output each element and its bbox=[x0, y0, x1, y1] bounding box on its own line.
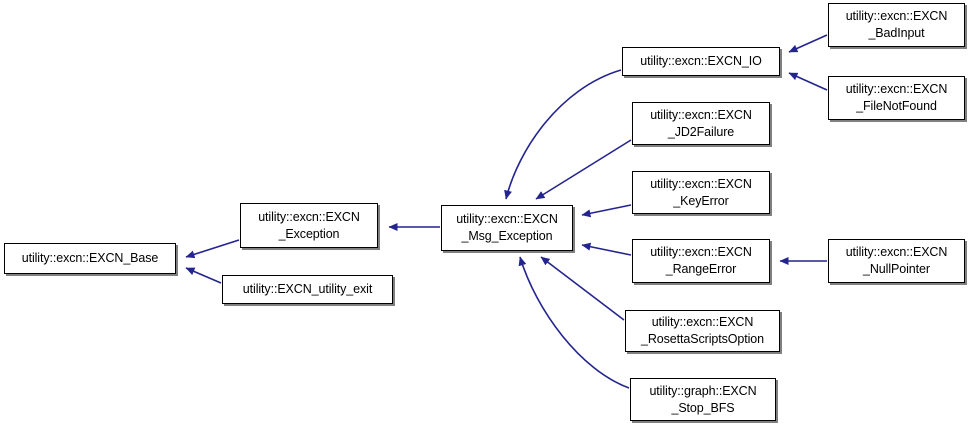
class-node-excn-rangeerror[interactable]: utility::excn::EXCN _RangeError bbox=[632, 239, 770, 283]
class-node-excn-badinput[interactable]: utility::excn::EXCN _BadInput bbox=[828, 3, 965, 47]
edge-jd2failure-to-msg-exception bbox=[535, 139, 632, 200]
class-node-excn-rosettascriptsoption[interactable]: utility::excn::EXCN _RosettaScriptsOptio… bbox=[625, 310, 780, 352]
edge-filenotfound-to-io bbox=[788, 72, 828, 91]
class-node-label: utility::excn::EXCN _JD2Failure bbox=[650, 107, 752, 139]
class-node-excn-jd2failure[interactable]: utility::excn::EXCN _JD2Failure bbox=[632, 102, 770, 145]
class-node-excn-base[interactable]: utility::excn::EXCN_Base bbox=[4, 243, 176, 274]
class-node-label: utility::excn::EXCN _NullPointer bbox=[845, 245, 948, 276]
class-node-excn-msg-exception[interactable]: utility::excn::EXCN _Msg_Exception bbox=[441, 205, 573, 251]
class-node-label: utility::excn::EXCN _KeyError bbox=[650, 176, 752, 208]
class-node-label: utility::excn::EXCN_IO bbox=[640, 54, 762, 68]
class-node-excn-utility-exit[interactable]: utility::EXCN_utility_exit bbox=[222, 275, 393, 304]
class-node-excn-keyerror[interactable]: utility::excn::EXCN _KeyError bbox=[632, 171, 770, 214]
edge-utility-exit-to-base bbox=[185, 267, 222, 284]
class-node-label: utility::graph::EXCN _Stop_BFS bbox=[649, 383, 757, 415]
edge-exception-to-base bbox=[185, 239, 240, 259]
class-node-label: utility::excn::EXCN _Msg_Exception bbox=[456, 212, 558, 243]
edge-rangeerror-to-msg-exception bbox=[581, 242, 632, 256]
edge-badinput-to-io bbox=[788, 34, 828, 53]
class-node-label: utility::EXCN_utility_exit bbox=[242, 282, 373, 296]
edge-io-to-msg-exception bbox=[504, 69, 622, 200]
class-node-label: utility::excn::EXCN _FileNotFound bbox=[845, 82, 948, 113]
class-node-label: utility::excn::EXCN _RangeError bbox=[650, 245, 752, 276]
edge-keyerror-to-msg-exception bbox=[581, 204, 632, 218]
class-node-excn-exception[interactable]: utility::excn::EXCN _Exception bbox=[240, 203, 378, 248]
edge-rosettascriptsoption-to-msg-exception bbox=[540, 256, 625, 321]
class-node-excn-io[interactable]: utility::excn::EXCN_IO bbox=[622, 47, 780, 76]
class-node-excn-filenotfound[interactable]: utility::excn::EXCN _FileNotFound bbox=[828, 76, 965, 120]
class-node-excn-stop-bfs[interactable]: utility::graph::EXCN _Stop_BFS bbox=[630, 378, 776, 421]
class-node-label: utility::excn::EXCN _Exception bbox=[258, 209, 360, 241]
class-node-label: utility::excn::EXCN _RosettaScriptsOptio… bbox=[641, 315, 764, 346]
class-node-label: utility::excn::EXCN_Base bbox=[21, 251, 159, 265]
class-node-excn-nullpointer[interactable]: utility::excn::EXCN _NullPointer bbox=[828, 239, 965, 283]
class-node-label: utility::excn::EXCN _BadInput bbox=[845, 9, 948, 40]
edge-stop-bfs-to-msg-exception bbox=[518, 256, 630, 389]
